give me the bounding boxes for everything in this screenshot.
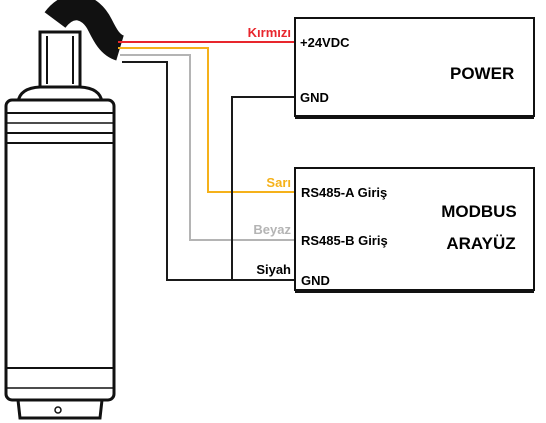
wire-label-yellow: Sarı (266, 175, 291, 190)
modbus-title-line1: MODBUS (441, 202, 517, 221)
wire-yellow (118, 47, 295, 193)
power-terminal-plus: +24VDC (300, 35, 350, 50)
sensor-cable (44, 0, 125, 61)
power-box: +24VDC GND POWER (294, 17, 535, 119)
modbus-box: RS485-A Giriş RS485-B Giriş GND MODBUS A… (294, 167, 535, 293)
wire-label-white: Beyaz (253, 222, 291, 237)
wire-power-gnd (231, 96, 295, 280)
wire-label-black: Siyah (256, 262, 291, 277)
sensor-probe (4, 0, 125, 420)
wires (118, 41, 295, 281)
power-title: POWER (450, 64, 514, 83)
power-terminal-gnd: GND (300, 90, 329, 105)
probe-bottom-cap (16, 398, 104, 420)
probe-body (4, 98, 116, 402)
modbus-terminal-b: RS485-B Giriş (301, 233, 388, 248)
wire-label-red: Kırmızı (248, 25, 291, 40)
modbus-terminal-gnd: GND (301, 273, 330, 288)
modbus-terminal-a: RS485-A Giriş (301, 185, 387, 200)
wire-white (120, 54, 295, 241)
probe-shoulder (16, 85, 104, 104)
modbus-title-line2: ARAYÜZ (446, 234, 515, 253)
